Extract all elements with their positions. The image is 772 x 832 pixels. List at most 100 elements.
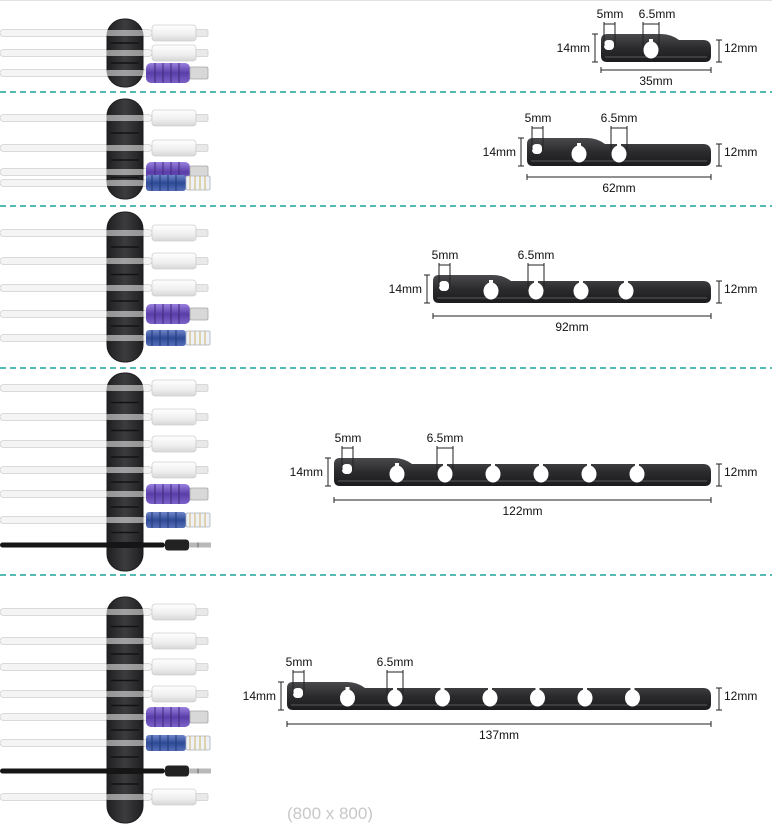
lightning-plug-body [151, 44, 197, 62]
dimension-bracket [610, 126, 628, 150]
cable-through-slot [105, 70, 145, 76]
ethernet-plug-clear [185, 512, 211, 528]
cable-through-slot [105, 491, 145, 497]
watermark-text: (800 x 800) [287, 804, 373, 823]
lightning-plug-tip [195, 144, 209, 152]
ethernet-plug-clear [185, 735, 211, 751]
height-right-dimension: 12mm [716, 39, 757, 63]
cable-slot [532, 144, 542, 154]
cable-hole [437, 465, 453, 483]
cable-organizer-icon [106, 596, 144, 824]
lightning-plug-body [151, 632, 197, 650]
hole-diameter-label: 6.5mm [601, 111, 638, 125]
cable-slot [342, 464, 352, 474]
organizer-photo-2 [0, 98, 211, 200]
cable-through-slot [105, 335, 145, 341]
white-cable-icon [0, 24, 209, 42]
slot-width-label: 5mm [525, 111, 552, 125]
cable-through-slot [105, 664, 145, 670]
usb-cable-icon [0, 304, 209, 324]
cable-through-slot [105, 145, 145, 151]
usb-cable-icon [0, 484, 209, 504]
lightning-plug-tip [195, 229, 209, 237]
hole-diameter-dimension: 6.5mm [639, 7, 676, 46]
usb-plug-metal [189, 307, 209, 321]
lightning-plug-body [151, 408, 197, 426]
cable-through-slot [105, 740, 145, 746]
cable-hole [482, 689, 498, 707]
white-cable-icon [0, 224, 209, 242]
cable-hole [533, 465, 549, 483]
audio-plug-tip [189, 542, 211, 548]
cable-through-slot [105, 115, 145, 121]
cable-set [0, 379, 211, 551]
hole-slit [579, 280, 583, 288]
usb-plug-metal [189, 66, 209, 80]
usb-plug-body [146, 304, 190, 324]
lightning-plug-tip [195, 663, 209, 671]
hole-slit [395, 463, 399, 471]
hole-slit [539, 463, 543, 471]
lightning-plug-tip [195, 49, 209, 57]
height-left-dimension: 14mm [483, 137, 524, 167]
height-left-label: 14mm [290, 465, 323, 479]
cable-set [0, 224, 211, 346]
hole-diameter-label: 6.5mm [427, 431, 464, 445]
cable-through-slot [105, 180, 145, 186]
cable-through-slot [105, 794, 145, 800]
organizer-photo-4 [0, 372, 211, 572]
hole-slit [617, 143, 621, 151]
cable-through-slot [105, 230, 145, 236]
dimension-bracket [386, 670, 404, 694]
height-right-dimension: 12mm [716, 143, 757, 167]
cable-hole [435, 689, 450, 707]
white-cable-icon [0, 252, 209, 270]
height-left-label: 14mm [557, 41, 590, 55]
length-label: 137mm [479, 728, 519, 742]
cable-set [0, 109, 211, 191]
hole-slit [624, 280, 628, 288]
hole-diameter-label: 6.5mm [377, 655, 414, 669]
lightning-plug-tip [195, 114, 209, 122]
lightning-plug-tip [195, 466, 209, 474]
cable-slot [604, 40, 614, 50]
cable-through-slot [105, 714, 145, 720]
lightning-plug-tip [195, 413, 209, 421]
hole-slit [577, 143, 581, 151]
cable-set [0, 603, 211, 806]
audio-plug-body [165, 539, 189, 551]
white-cable-icon [0, 658, 209, 676]
height-left-dimension: 14mm [290, 457, 331, 487]
white-cable-icon [0, 408, 209, 426]
hole-slit [440, 687, 445, 695]
audio-plug-body [165, 765, 189, 777]
length-dimension: 35mm [600, 67, 712, 88]
hole-diameter-label: 6.5mm [639, 7, 676, 21]
cable-through-slot [105, 609, 145, 615]
height-right-dimension: 12mm [716, 280, 757, 304]
cable-hole [573, 282, 589, 300]
height-left-dimension: 14mm [389, 274, 430, 304]
ethernet-plug-clear [185, 175, 211, 191]
cable-through-slot [105, 768, 145, 774]
height-right-label: 12mm [724, 465, 757, 479]
white-cable-icon [0, 461, 209, 479]
slot-width-label: 5mm [335, 431, 362, 445]
length-label: 62mm [602, 181, 635, 195]
lightning-plug-tip [195, 637, 209, 645]
lightning-plug-tip [195, 608, 209, 616]
white-cable-icon [0, 379, 209, 397]
length-dimension: 62mm [526, 174, 712, 195]
white-cable-icon [0, 139, 209, 157]
organizer-photo-1 [0, 18, 209, 88]
cable-hole [625, 689, 640, 707]
cable-hole [571, 145, 587, 163]
height-left-dimension: 14mm [243, 681, 284, 711]
height-left-label: 14mm [483, 145, 516, 159]
hole-slit [491, 463, 495, 471]
lightning-plug-tip [195, 29, 209, 37]
hole-diameter-dimension: 6.5mm [427, 431, 464, 470]
